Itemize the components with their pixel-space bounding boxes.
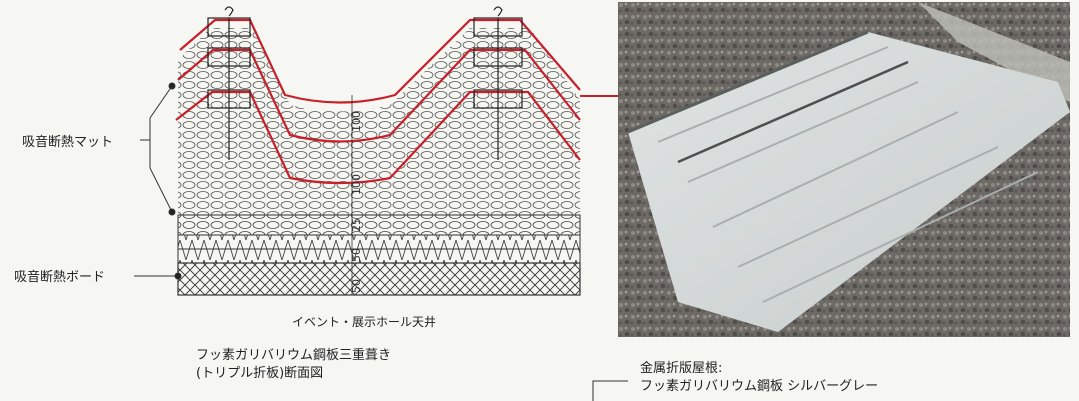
dim-1: 100 [350, 111, 363, 132]
mat-label: 吸音断熱マット [22, 135, 114, 150]
section-caption-line2: (トリプル折板)断面図 [196, 366, 324, 381]
dim-4: 50 [350, 248, 363, 262]
dim-5: 50 [350, 279, 363, 293]
roof-caption-line1: 金属折版屋根: [640, 361, 723, 376]
roof-panel-photo [618, 2, 1070, 337]
cross-section-diagram: 100 100 25 50 50 [134, 6, 620, 296]
roof-caption-line2: フッ素ガリバリウム鋼板 シルバーグレー [640, 379, 879, 394]
roof-caption: 金属折版屋根: フッ素ガリバリウム鋼板 シルバーグレー [640, 360, 878, 396]
board-label: 吸音断熱ボード [14, 270, 106, 285]
dim-3: 25 [350, 218, 363, 232]
leader-lines [134, 82, 182, 280]
coil-layer [177, 214, 581, 236]
dim-2: 100 [350, 174, 363, 195]
clip-structures [207, 6, 523, 160]
insulation-board [177, 262, 581, 296]
caption-bracket [592, 380, 628, 401]
insulation-mat [178, 28, 580, 215]
steel-layers [175, 18, 581, 185]
section-caption-line1: フッ素ガリバリウム鋼板三重葺き [196, 348, 392, 363]
ceiling-label: イベント・展示ホール天井 [292, 315, 437, 329]
section-caption: フッ素ガリバリウム鋼板三重葺き (トリプル折板)断面図 [196, 347, 391, 383]
